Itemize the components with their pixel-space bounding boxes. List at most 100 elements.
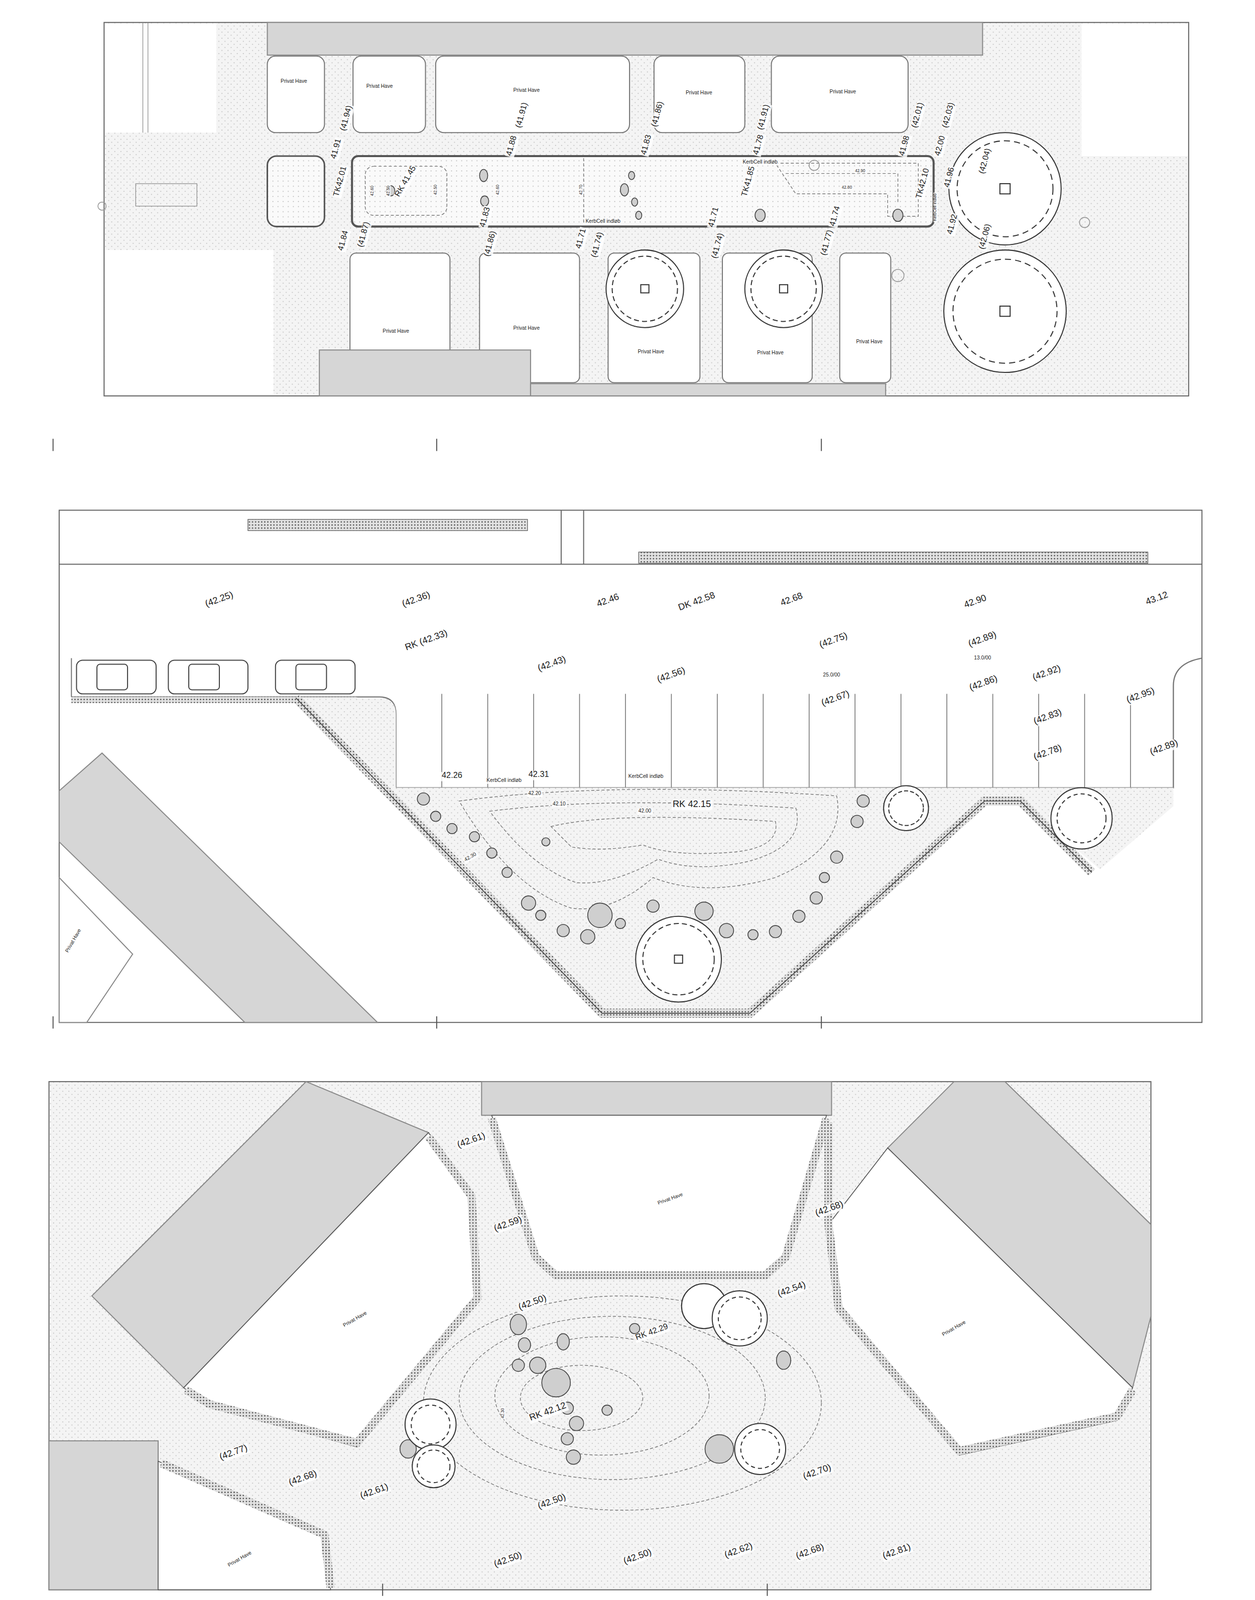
elevation-label: Privat Have: [365, 83, 395, 90]
elevation-label: KerbCell indløb: [627, 774, 665, 780]
elevation-label: (42.56): [655, 665, 688, 686]
elevation-label: Privat Have: [225, 1550, 254, 1570]
elevation-label: 41.78: [751, 133, 767, 158]
elevation-label: RK 41.45: [393, 163, 419, 200]
elevation-label: 41.74: [828, 204, 843, 229]
elevation-label: (42.89): [1148, 737, 1181, 759]
elevation-label: Privat Have: [512, 325, 541, 332]
elevation-label: (42.50): [621, 1547, 655, 1568]
elevation-label: (42.83): [1031, 707, 1065, 728]
elevation-label: 41.96: [942, 165, 958, 190]
elevation-label: (42.43): [535, 654, 569, 675]
elevation-label: 42.60: [369, 184, 375, 197]
elevation-label: (41.94): [338, 103, 355, 134]
elevation-label: RK 42.12: [527, 1401, 569, 1425]
elevation-label: 42.68: [778, 591, 806, 610]
elevation-label: 41.92: [945, 212, 961, 237]
elevation-label: Privat Have: [828, 88, 858, 95]
elevation-label: 41.83: [639, 133, 655, 158]
elevation-label: (42.89): [966, 630, 999, 651]
elevation-label: (42.78): [1031, 742, 1065, 764]
elevation-label: Privat Have: [279, 78, 309, 85]
elevation-label: (41.87): [356, 219, 373, 249]
elevation-label: 42.30: [462, 851, 478, 864]
elevation-label: (42.75): [817, 631, 850, 652]
elevation-label: Privat Have: [684, 89, 714, 96]
elevation-label: (42.86): [967, 673, 1000, 694]
elevation-label: (42.01): [910, 100, 927, 131]
elevation-label: Privat Have: [381, 328, 411, 335]
elevation-label: (42.04): [977, 146, 994, 176]
elevation-label: RK (42.33): [403, 628, 451, 655]
elevation-label: 42.90: [853, 169, 866, 174]
elevation-label: (42.92): [1030, 663, 1064, 684]
elevation-label: (42.36): [400, 589, 433, 610]
elevation-label: KerbCell indløb: [741, 159, 779, 166]
elevation-label: 42.31: [527, 771, 551, 781]
elevation-label: TK42.01: [332, 164, 350, 199]
elevation-label: KerbCell indløb: [933, 192, 938, 223]
elevation-label: TK41.85: [740, 164, 758, 199]
elevation-label: (42.62): [722, 1541, 756, 1562]
elevation-label: KerbCell indløb: [485, 778, 523, 784]
elevation-label: TK42.10: [914, 166, 932, 201]
elevation-label: 42.26: [440, 772, 464, 782]
elevation-label: (41.74): [710, 231, 727, 261]
elevation-label: (42.25): [202, 589, 236, 610]
elevation-label: (42.95): [1124, 686, 1158, 707]
elevation-label: (42.68): [793, 1542, 827, 1563]
elevation-label: (41.86): [650, 99, 667, 130]
elevation-label: Privat Have: [756, 350, 785, 356]
elevation-label: DK 42.58: [676, 590, 718, 614]
elevation-label: (42.50): [516, 1293, 549, 1314]
elevation-label: (42.81): [880, 1542, 914, 1563]
elevation-label: 42.90: [961, 593, 989, 612]
elevation-label: 41.84: [336, 228, 352, 254]
elevation-label: Privat Have: [656, 1191, 685, 1207]
elevation-label: 42.50: [433, 183, 438, 196]
elevation-label: (42.03): [940, 100, 957, 131]
elevation-label: (42.70): [800, 1462, 834, 1483]
elevation-label: (42.61): [357, 1481, 391, 1502]
elevation-label: (42.54): [775, 1280, 809, 1301]
elevation-label: (41.74): [589, 230, 606, 260]
elevation-label: Privat Have: [940, 1319, 968, 1339]
elevation-label: 43.12: [1143, 589, 1171, 608]
elevation-label: (42.50): [535, 1492, 569, 1513]
elevation-label: Privat Have: [63, 927, 83, 955]
elevation-label: (42.68): [813, 1199, 846, 1220]
elevation-label: 25.0/00: [822, 672, 842, 679]
elevation-label: 41.83: [478, 205, 493, 230]
elevation-label: 42.80: [840, 185, 853, 191]
elevation-label: 42.46: [594, 592, 622, 611]
elevation-label: (41.91): [514, 100, 531, 131]
elevation-label: (42.68): [286, 1468, 320, 1489]
elevation-label: (42.50): [491, 1550, 525, 1571]
elevation-label: RK 42.15: [671, 800, 712, 811]
elevation-label: 41.98: [897, 134, 913, 159]
elevation-label: (42.61): [454, 1131, 488, 1152]
elevation-label: RK 42.29: [633, 1322, 671, 1344]
elevation-label: 42.00: [637, 808, 653, 815]
elevation-label: (42.59): [491, 1214, 525, 1235]
elevation-label: 42.00: [933, 134, 949, 159]
elevation-label: 41.71: [706, 205, 722, 230]
elevation-label: 42.60: [495, 183, 500, 196]
elevation-label: 42.70: [579, 183, 584, 196]
elevation-label: (41.91): [756, 102, 773, 133]
elevation-label: (41.86): [482, 229, 499, 259]
elevation-label: (41.77): [819, 228, 836, 258]
elevation-label: Privat Have: [854, 339, 884, 345]
elevation-label: 41.91: [329, 137, 344, 162]
elevation-label: KerbCell indløb: [584, 218, 622, 225]
elevation-label: 41.88: [505, 134, 520, 159]
elevation-label: 41.71: [574, 226, 589, 251]
elevation-label: 42.10: [551, 801, 567, 808]
elevation-label: 42.20: [527, 791, 543, 797]
elevation-label: (42.67): [819, 689, 852, 710]
elevation-label: 42.30: [500, 1407, 506, 1420]
elevation-label: Privat Have: [636, 349, 666, 355]
elevation-label: (42.06): [977, 222, 994, 252]
